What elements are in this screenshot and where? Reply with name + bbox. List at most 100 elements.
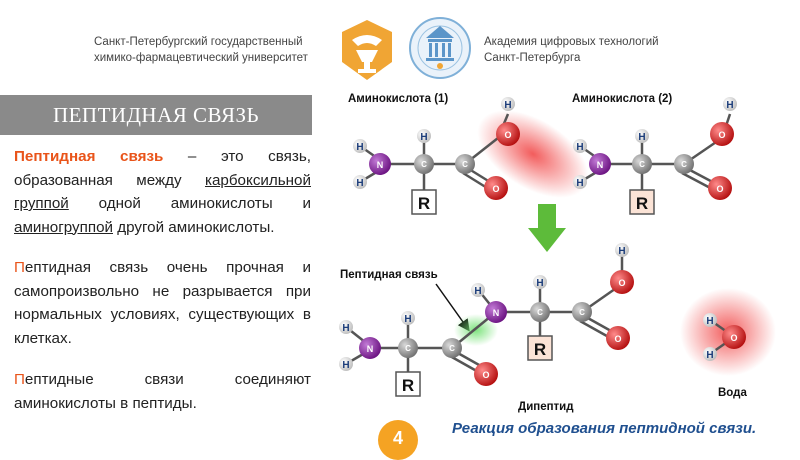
definition-text-3: другой аминокислоты.: [113, 218, 275, 236]
drop-letter: П: [14, 259, 25, 276]
academy-logo-icon: [409, 17, 471, 79]
hydrogen-label: H: [342, 323, 349, 334]
definition-paragraph: Пептидная связь – это связь, образованна…: [14, 145, 311, 239]
hydrogen-label: H: [404, 314, 411, 325]
hydrogen-label: H: [356, 178, 363, 189]
carbon-label: C: [462, 160, 468, 169]
radical-label: R: [418, 194, 430, 213]
hydrogen-atom: [703, 313, 717, 327]
reaction-arrow: [528, 204, 566, 252]
carbon-atom: [632, 154, 652, 174]
radical-box: [527, 335, 553, 361]
nitrogen-atom: [369, 153, 391, 175]
hydrogen-label: H: [618, 246, 625, 257]
radical-label: R: [402, 376, 414, 395]
carbon-atom: [530, 302, 550, 322]
carbon-label: C: [639, 160, 645, 169]
amino-acid-2-label: Аминокислота (2): [572, 93, 672, 105]
spbgkhfu-logo-icon: [342, 20, 392, 80]
carbon-atom: [414, 154, 434, 174]
peptides-paragraph: Пептидные связи соединяют аминокислоты в…: [14, 368, 311, 415]
oxygen-label: O: [718, 130, 725, 140]
hydrogen-atom: [339, 357, 353, 371]
carbon-label: C: [449, 344, 455, 353]
hydrogen-label: H: [638, 132, 645, 143]
left-org-line1: Санкт-Петербургский государственный: [94, 36, 303, 48]
amino-acid-1-label: Аминокислота (1): [348, 93, 448, 105]
oxygen-atom: [606, 326, 630, 350]
hydrogen-atom: [615, 243, 629, 257]
strength-text: ептидная связь очень прочная и самопроиз…: [14, 259, 311, 347]
carboxyl-group-term: карбоксильной группой: [14, 171, 311, 213]
definition-text-1: – это связь, образованная между: [14, 148, 311, 189]
carbon-label: C: [537, 308, 543, 317]
radical-label: R: [636, 194, 648, 213]
carbon-atom: [398, 338, 418, 358]
hydrogen-atom: [417, 129, 431, 143]
carbon-label: C: [421, 160, 427, 169]
diagram-caption: Реакция образования пептидной связи.: [452, 420, 757, 437]
left-org-line2: химико-фармацевтический университет: [94, 52, 308, 64]
term-highlight: Пептидная связь: [14, 148, 164, 165]
oxygen-label: O: [716, 184, 723, 194]
oxygen-label: O: [618, 278, 625, 288]
hydrogen-label: H: [504, 100, 511, 111]
left-organization-name: Санкт-Петербургский государственный хими…: [94, 34, 308, 66]
oxygen-atom: [496, 122, 520, 146]
hydrogen-atom: [573, 175, 587, 189]
dipeptide-label: Дипептид: [518, 401, 574, 413]
oxygen-atom: [610, 270, 634, 294]
nitrogen-atom: [589, 153, 611, 175]
page-number: 4: [378, 420, 418, 460]
nitrogen-atom: [485, 301, 507, 323]
right-org-line2: Санкт-Петербурга: [484, 52, 581, 64]
oxygen-label: O: [492, 184, 499, 194]
hydrogen-atom: [533, 275, 547, 289]
radical-box: [395, 371, 421, 397]
nitrogen-atom: [359, 337, 381, 359]
hydrogen-atom: [353, 139, 367, 153]
title-bar: ПЕПТИДНАЯ СВЯЗЬ: [0, 95, 312, 135]
hydrogen-label: H: [474, 286, 481, 297]
nitrogen-label: N: [377, 160, 384, 170]
radical-label: R: [534, 340, 546, 359]
hydrogen-atom: [635, 129, 649, 143]
peptide-bond-diagram: Аминокислота (1) Аминокислота (2) H H N …: [339, 93, 776, 413]
carbon-label: C: [405, 344, 411, 353]
oxygen-label: O: [482, 370, 489, 380]
hydrogen-atom: [703, 347, 717, 361]
oxygen-atom: [474, 362, 498, 386]
hydrogen-atom: [723, 97, 737, 111]
water-label: Вода: [718, 387, 747, 399]
oxygen-label: O: [504, 130, 511, 140]
hydrogen-label: H: [706, 350, 713, 361]
hydrogen-label: H: [726, 100, 733, 111]
hydrogen-label: H: [576, 178, 583, 189]
carbon-atom: [674, 154, 694, 174]
carbon-label: C: [681, 160, 687, 169]
page-title: ПЕПТИДНАЯ СВЯЗЬ: [52, 103, 260, 127]
oxygen-label: O: [730, 333, 737, 343]
hydrogen-atom: [401, 311, 415, 325]
oxygen-atom: [708, 176, 732, 200]
carbon-atom: [455, 154, 475, 174]
hydrogen-label: H: [420, 132, 427, 143]
peptide-bond-label: Пептидная связь: [340, 269, 438, 281]
drop-letter: П: [14, 371, 25, 388]
oxygen-atom: [710, 122, 734, 146]
oxygen-atom: [484, 176, 508, 200]
hydrogen-atom: [353, 175, 367, 189]
nitrogen-label: N: [493, 308, 500, 318]
hydrogen-atom: [339, 320, 353, 334]
hydrogen-label: H: [536, 278, 543, 289]
hydrogen-atom: [573, 139, 587, 153]
right-organization-name: Академия цифровых технологий Санкт-Петер…: [484, 34, 659, 66]
hydrogen-label: H: [706, 316, 713, 327]
hydrogen-label: H: [356, 142, 363, 153]
carbon-atom: [442, 338, 462, 358]
radical-box: [629, 189, 655, 215]
nitrogen-label: N: [367, 344, 374, 354]
nitrogen-label: N: [597, 160, 604, 170]
right-org-line1: Академия цифровых технологий: [484, 36, 659, 48]
oxygen-label: O: [614, 334, 621, 344]
